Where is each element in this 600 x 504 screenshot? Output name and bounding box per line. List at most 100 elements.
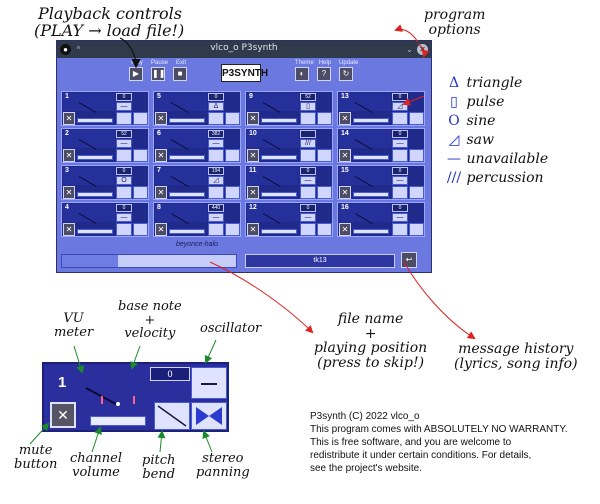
play-icon: ▶ <box>129 67 143 81</box>
channel-volume-slider[interactable] <box>77 155 113 160</box>
channel-volume-slider[interactable] <box>169 229 205 234</box>
pause-button[interactable]: Pause ❚❚ <box>151 60 168 81</box>
channel-volume-slider[interactable] <box>169 192 205 197</box>
channel-volume-slider[interactable] <box>261 229 297 234</box>
channel-volume-slider[interactable] <box>77 229 113 234</box>
mute-button[interactable]: ✕ <box>339 223 351 236</box>
channel-number: 15 <box>341 167 349 174</box>
channel-volume-slider[interactable] <box>353 118 389 123</box>
playing-position-bar[interactable] <box>61 254 237 268</box>
base-note-display: 52 <box>116 130 132 138</box>
minimize-icon[interactable]: ⌄ <box>406 45 413 54</box>
oscillator-selector[interactable]: — <box>208 213 224 222</box>
mute-button[interactable]: ✕ <box>63 186 75 199</box>
legend-label: pulse <box>462 94 505 110</box>
vu-needle <box>262 102 281 113</box>
theme-icon: ◐ <box>295 67 309 81</box>
play-button[interactable]: Play ▶ <box>129 60 145 81</box>
stereo-panning-indicator <box>225 112 240 125</box>
channel-volume-slider[interactable] <box>261 155 297 160</box>
mute-button[interactable]: ✕ <box>155 149 167 162</box>
channel-volume-slider[interactable] <box>353 155 389 160</box>
mute-button[interactable]: ✕ <box>155 112 167 125</box>
channel-volume-slider[interactable] <box>77 118 113 123</box>
oscillator-selector[interactable]: ◿ <box>208 176 224 185</box>
oscillator-selector[interactable] <box>191 367 227 399</box>
oscillator-selector[interactable]: — <box>392 139 408 148</box>
pulse-icon: ▯ <box>450 94 458 110</box>
annotation-base-note: base note+velocity <box>118 299 182 342</box>
oscillator-selector[interactable]: /// <box>300 139 316 148</box>
close-icon[interactable]: ✕ <box>417 44 428 55</box>
mute-button[interactable]: ✕ <box>339 112 351 125</box>
oscillator-selector[interactable]: — <box>116 102 132 111</box>
exit-button[interactable]: Exit ■ <box>173 60 189 81</box>
help-button[interactable]: Help ? <box>317 60 333 81</box>
oscillator-selector[interactable]: — <box>116 213 132 222</box>
oscillator-selector[interactable]: — <box>116 139 132 148</box>
mute-button[interactable]: ✕ <box>247 186 259 199</box>
mute-button[interactable]: ✕ <box>50 402 76 428</box>
legend-label: sine <box>462 113 496 129</box>
annotation-program-options: program options <box>424 7 486 38</box>
channel-volume-slider[interactable] <box>353 192 389 197</box>
oscillator-selector[interactable]: ◿ <box>392 102 408 111</box>
base-note-display: 0 <box>392 130 408 138</box>
title-bar: ● ^ vlco_o P3synth ⌄ ✕ <box>57 41 431 58</box>
oscillator-selector[interactable]: — <box>392 176 408 185</box>
channel-volume-slider[interactable] <box>169 118 205 123</box>
pitch-bend-indicator <box>116 149 132 162</box>
oscillator-selector[interactable]: — <box>208 139 224 148</box>
channel-volume-slider[interactable] <box>90 416 146 426</box>
channel-volume-slider[interactable] <box>169 155 205 160</box>
stop-icon: ■ <box>173 67 187 81</box>
oscillator-selector[interactable]: — <box>300 176 316 185</box>
mute-button[interactable]: ✕ <box>63 223 75 236</box>
channel-number: 7 <box>157 167 161 174</box>
channel-number: 1 <box>65 93 69 100</box>
channel-strip: 2 52— ✕ <box>61 128 149 163</box>
oscillator-selector[interactable]: Δ <box>208 102 224 111</box>
mute-button[interactable]: ✕ <box>63 149 75 162</box>
channel-volume-slider[interactable] <box>261 192 297 197</box>
mute-button[interactable]: ✕ <box>155 223 167 236</box>
message-history-button[interactable]: ↩ <box>401 252 417 268</box>
vu-needle <box>78 213 97 224</box>
mute-button[interactable]: ✕ <box>339 186 351 199</box>
pitch-bend-indicator <box>300 112 316 125</box>
panning-icon <box>196 407 222 425</box>
channel-volume-slider[interactable] <box>353 229 389 234</box>
update-button[interactable]: Update ↻ <box>339 60 358 81</box>
oscillator-selector[interactable]: ▯ <box>300 102 316 111</box>
pin-icon[interactable]: ^ <box>76 45 81 54</box>
mute-button[interactable]: ✕ <box>155 186 167 199</box>
mute-button[interactable]: ✕ <box>339 149 351 162</box>
oscillator-selector[interactable]: — <box>392 213 408 222</box>
license-line: see the project's website. <box>310 463 422 474</box>
theme-button[interactable]: Theme ◐ <box>295 60 314 81</box>
file-name: beyonce-halo <box>175 241 219 248</box>
pitch-bend-indicator <box>154 402 190 430</box>
oscillator-selector[interactable]: O <box>116 176 132 185</box>
channel-volume-slider[interactable] <box>261 118 297 123</box>
vu-needle <box>170 213 189 224</box>
base-note-display: 382 <box>208 130 224 138</box>
channel-number: 2 <box>65 130 69 137</box>
oscillator-selector[interactable]: — <box>300 213 316 222</box>
mute-button[interactable]: ✕ <box>247 223 259 236</box>
vu-meter <box>247 167 299 187</box>
pitch-bend-indicator <box>208 112 224 125</box>
vu-meter <box>155 204 207 224</box>
mute-button[interactable]: ✕ <box>247 149 259 162</box>
mute-button[interactable]: ✕ <box>63 112 75 125</box>
base-note-display: 0 <box>300 167 316 175</box>
channel-volume-slider[interactable] <box>77 192 113 197</box>
annotation-playback-controls: Playback controls (PLAY → load file!) <box>34 4 185 40</box>
mute-button[interactable]: ✕ <box>247 112 259 125</box>
